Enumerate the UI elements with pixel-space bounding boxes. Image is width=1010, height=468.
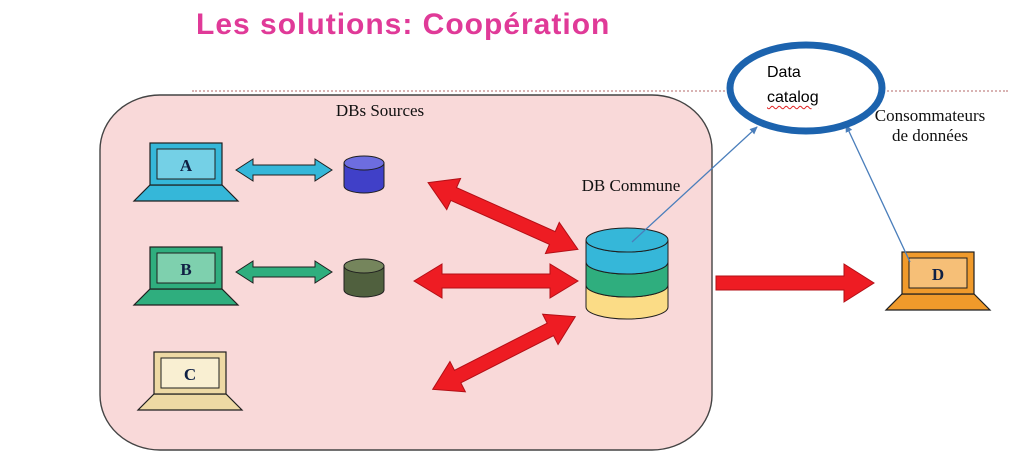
catalog-link-from-consumer-line xyxy=(845,124,911,263)
laptop-c-screen-inner xyxy=(160,357,220,389)
laptop-c: C xyxy=(136,351,244,411)
consumers-label: Consommateurs de données xyxy=(848,106,1010,147)
laptop-b-base xyxy=(132,288,240,306)
laptop-c-base xyxy=(136,393,244,411)
data-catalog-ellipse xyxy=(726,41,886,135)
laptop-a-label: A xyxy=(180,156,193,175)
laptop-b-screen-inner xyxy=(156,252,216,284)
consumers-label-line1: Consommateurs xyxy=(874,106,986,125)
data-catalog-label-line1: Data xyxy=(767,64,801,81)
laptop-d-screen-inner xyxy=(908,257,968,289)
red-double-arrow-top-icon xyxy=(427,177,579,255)
source-db-a-icon xyxy=(343,155,385,194)
header-divider-line xyxy=(192,90,1008,92)
catalog-link-from-db-line xyxy=(631,126,758,243)
sources-box xyxy=(99,94,713,451)
laptop-a-screen-inner xyxy=(156,148,216,180)
laptop-a: A xyxy=(132,142,240,202)
red-double-arrow-bottom-icon xyxy=(431,313,577,393)
laptop-d-base xyxy=(884,293,992,311)
laptop-d: D xyxy=(884,251,992,311)
consumers-label-line2: de données xyxy=(891,126,968,146)
db-commune-icon xyxy=(585,227,669,320)
laptop-a-base xyxy=(132,184,240,202)
slide-title: Les solutions: Coopération xyxy=(196,8,611,41)
red-arrow-to-consumer-icon xyxy=(715,263,875,303)
sources-box-label: DBs Sources xyxy=(335,101,425,120)
data-catalog-label: Data catalog xyxy=(767,61,819,111)
laptop-d-label: D xyxy=(932,265,944,284)
double-arrow-b-icon xyxy=(235,260,333,284)
laptop-c-label: C xyxy=(184,365,196,384)
data-catalog-label-line2: catalog xyxy=(767,88,819,106)
red-double-arrow-middle-icon xyxy=(413,263,579,299)
db-commune-label: DB Commune xyxy=(581,176,681,195)
laptop-b: B xyxy=(132,246,240,306)
source-db-b-icon xyxy=(343,258,385,298)
double-arrow-a-icon xyxy=(235,158,333,182)
laptop-b-label: B xyxy=(180,260,191,279)
